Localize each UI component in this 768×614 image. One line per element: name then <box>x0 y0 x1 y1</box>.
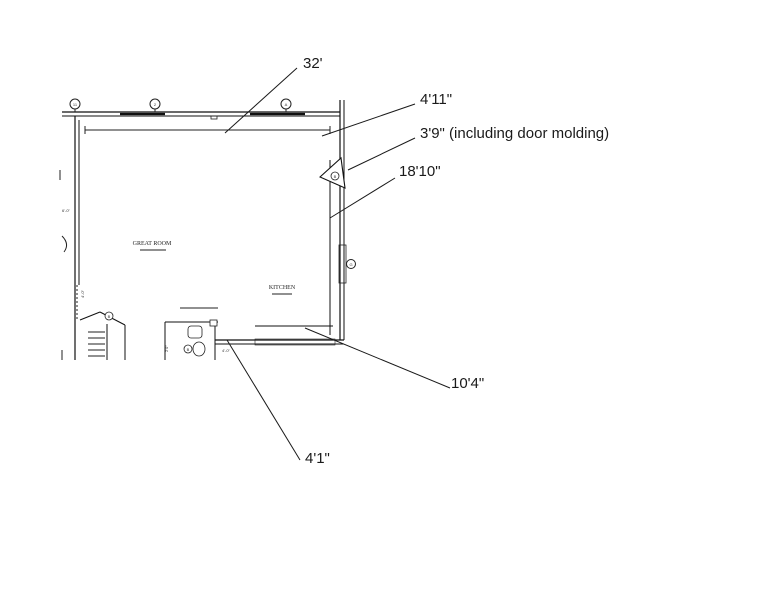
leader-3-9 <box>347 137 416 171</box>
grid-marker-top-2: 2 <box>149 98 161 112</box>
svg-text:A: A <box>285 102 288 107</box>
svg-text:6'-0": 6'-0" <box>62 208 71 213</box>
grid-marker-right: G <box>346 259 356 269</box>
corner-door: B <box>319 156 346 189</box>
leader-4-1 <box>226 339 301 461</box>
svg-text:B: B <box>187 347 190 352</box>
callout-32: 32' <box>303 55 323 72</box>
leader-32 <box>224 67 298 134</box>
leader-10-4 <box>304 327 451 389</box>
svg-text:4'-0": 4'-0" <box>80 289 85 298</box>
grid-marker-top-1: 11 <box>69 98 81 112</box>
callout-18-10: 18'10" <box>399 163 441 180</box>
svg-text:B: B <box>108 314 111 319</box>
leader-lines <box>224 67 451 461</box>
leader-18-10 <box>329 177 396 219</box>
svg-text:2: 2 <box>154 102 157 107</box>
floor-plan: 11 2 A 6'-0" 4'-0" <box>59 98 356 360</box>
bath-block: B 2'0" <box>164 307 218 360</box>
callout-10-4: 10'4" <box>451 375 484 392</box>
svg-text:4'-0": 4'-0" <box>222 348 231 353</box>
svg-text:2'0": 2'0" <box>164 345 169 352</box>
grid-marker-top-3: A <box>280 98 292 112</box>
leader-4-11 <box>321 103 416 137</box>
callout-4-1: 4'1" <box>305 450 330 467</box>
callouts: 32' 4'11" 3'9" (including door molding) … <box>303 55 609 467</box>
stairs: B <box>61 311 126 360</box>
great-room-label: GREAT ROOM <box>133 241 172 247</box>
svg-text:G: G <box>349 262 352 267</box>
callout-4-11: 4'11" <box>420 91 452 108</box>
kitchen-label: KITCHEN <box>269 285 296 291</box>
callout-door-molding: 3'9" (including door molding) <box>420 125 609 142</box>
svg-text:B: B <box>334 174 337 179</box>
svg-text:11: 11 <box>73 102 78 107</box>
